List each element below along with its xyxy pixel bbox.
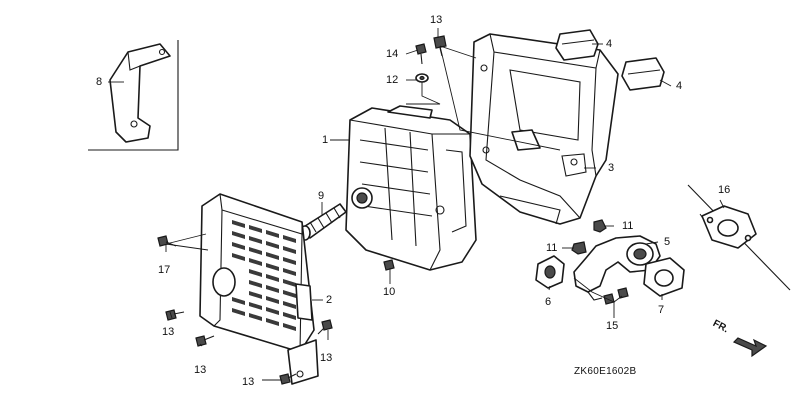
callout-11-lower: 11 <box>546 242 558 254</box>
grille-slot <box>266 318 279 326</box>
grille-slot <box>249 247 262 255</box>
grille-slot <box>232 297 245 305</box>
grille-slot <box>283 301 296 309</box>
spark-arrester-part <box>299 203 347 241</box>
grille-slot <box>283 235 296 243</box>
callout-6: 6 <box>545 296 552 308</box>
grille-slots <box>232 220 296 331</box>
bolts-15 <box>603 287 629 305</box>
grille-slot <box>232 220 245 228</box>
bolt-13-bottom <box>195 335 215 347</box>
front-direction-arrow <box>732 337 768 358</box>
grille-slot <box>232 308 245 316</box>
callout-13-bottom: 13 <box>194 364 207 376</box>
grille-slot <box>283 268 296 276</box>
grille-slot <box>249 302 262 310</box>
grille-slot <box>283 290 296 298</box>
grille-slot <box>283 279 296 287</box>
grille-slot <box>249 258 262 266</box>
grille-slot <box>249 313 262 321</box>
bolt-13-lowest <box>279 373 297 385</box>
callout-7: 7 <box>658 304 665 316</box>
callout-9: 9 <box>318 190 325 202</box>
grille-slot <box>283 246 296 254</box>
muffler-body-part <box>345 105 477 271</box>
bracket-part <box>109 43 171 143</box>
grille-slot <box>232 253 245 261</box>
bolt-13-left <box>165 309 185 321</box>
grille-slot <box>266 252 279 260</box>
grille-slot <box>232 242 245 250</box>
grille-slot <box>266 307 279 315</box>
bolt-14 <box>415 43 427 65</box>
grille-slot <box>266 241 279 249</box>
grille-slot <box>283 323 296 331</box>
grille-slot <box>249 291 262 299</box>
muffler-cover-part <box>469 33 619 225</box>
washer-12 <box>415 73 429 83</box>
leader-lines <box>108 28 725 381</box>
callout-2: 2 <box>326 294 333 306</box>
bracket-frame <box>88 40 179 151</box>
callout-13-top: 13 <box>430 14 443 26</box>
exhaust-pipe-part <box>573 235 661 301</box>
rubber-part-lower <box>621 57 665 91</box>
grille-slot <box>266 296 279 304</box>
grille-slot <box>249 280 262 288</box>
grille-slot <box>249 236 262 244</box>
callout-4-lower: 4 <box>676 80 683 92</box>
rubber-part-upper <box>555 29 599 61</box>
callout-4-upper: 4 <box>606 38 613 50</box>
grille-slot <box>283 312 296 320</box>
grille-slot <box>266 274 279 282</box>
callout-16: 16 <box>718 184 731 196</box>
diagram-code: ZK60E1602B <box>574 366 637 377</box>
grille-slot <box>266 285 279 293</box>
callout-14: 14 <box>386 48 399 60</box>
nut-11-lower <box>571 241 587 255</box>
callout-11-upper: 11 <box>622 220 634 232</box>
screw-10 <box>383 259 395 271</box>
nut-11-upper <box>593 219 607 233</box>
grille-slot <box>249 269 262 277</box>
callout-3: 3 <box>608 162 615 174</box>
callout-10: 10 <box>383 286 396 298</box>
callout-13-right: 13 <box>320 352 333 364</box>
callout-13-left: 13 <box>162 326 175 338</box>
gasket-part-16 <box>701 205 757 249</box>
bolt-13-right <box>317 319 333 335</box>
callout-1: 1 <box>322 134 329 146</box>
grille-slot <box>249 225 262 233</box>
grille-slot <box>266 263 279 271</box>
callout-5: 5 <box>664 236 671 248</box>
callout-8: 8 <box>96 76 103 88</box>
gasket-part-6 <box>535 255 565 289</box>
callout-15: 15 <box>606 320 619 332</box>
callout-13-lowest: 13 <box>242 376 255 388</box>
callout-17: 17 <box>158 264 171 276</box>
grille-slot <box>283 257 296 265</box>
gasket-part-7 <box>643 257 685 297</box>
grille-slot <box>232 231 245 239</box>
muffler-protector-part <box>199 193 319 385</box>
grille-slot <box>266 230 279 238</box>
callout-12: 12 <box>386 74 399 86</box>
